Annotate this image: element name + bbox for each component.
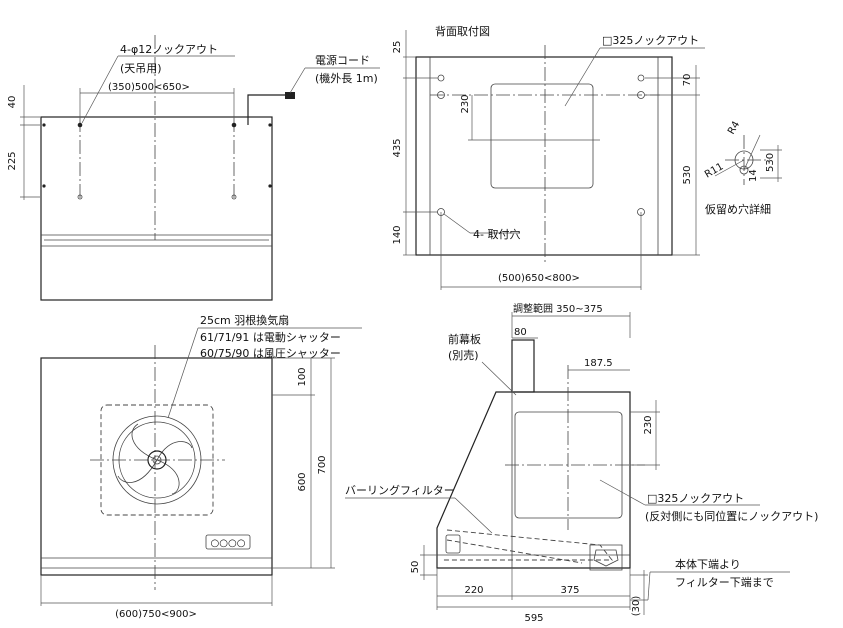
mount-holes-label: 4- 取付穴 bbox=[473, 227, 520, 241]
back-knockout-label: □325ノックアウト bbox=[602, 34, 699, 47]
fan-label: 25cm 羽根換気扇 bbox=[200, 313, 289, 327]
detail-caption: 仮留め穴詳細 bbox=[705, 202, 771, 216]
front-width-dim: (600)750<900> bbox=[115, 609, 197, 620]
duct-collar bbox=[511, 339, 535, 393]
top-view: 40 225 4-φ12ノックアウト (天吊用) (350)500<650> 電… bbox=[7, 35, 380, 301]
filter-bottom-label: フィルター下端まで bbox=[675, 576, 774, 589]
top-ceiling-label: (天吊用) bbox=[120, 62, 162, 75]
side-dim-375: 375 bbox=[560, 585, 579, 596]
side-dim-80: 80 bbox=[514, 327, 527, 338]
hole-detail: R4 R11 14 530 仮留め穴詳細 bbox=[703, 119, 782, 216]
filter-label: バーリングフィルター bbox=[345, 483, 455, 497]
knockout-hole bbox=[77, 122, 83, 128]
back-view: 背面取付図 25 435 140 230 70 530 bbox=[392, 24, 705, 290]
switch-text: ○○○○ bbox=[211, 538, 246, 549]
cord-label: 電源コード bbox=[315, 53, 370, 67]
filter-outline bbox=[443, 529, 613, 561]
detail-14: 14 bbox=[748, 169, 759, 182]
front-dim-600: 600 bbox=[297, 472, 308, 491]
front-view-outline bbox=[40, 357, 273, 576]
top-knockout-label: 4-φ12ノックアウト bbox=[120, 43, 218, 56]
side-dim-220: 220 bbox=[464, 585, 483, 596]
front-dim-100: 100 bbox=[297, 367, 308, 386]
fan-guard bbox=[112, 415, 202, 505]
power-cord bbox=[247, 94, 285, 125]
switch-panel[interactable] bbox=[205, 534, 251, 550]
shutter-electric: 61/71/91 は電動シャッター bbox=[200, 330, 341, 344]
back-view-outline bbox=[415, 56, 673, 256]
side-knockout-label: □325ノックアウト bbox=[647, 492, 744, 505]
knockout-hole bbox=[77, 194, 83, 200]
side-dim-230: 230 bbox=[643, 415, 654, 434]
side-view: 調整範囲 350~375 80 187.5 230 前幕板 (別売) バーリング… bbox=[345, 302, 818, 624]
top-dim-225: 225 bbox=[7, 151, 18, 170]
back-dim-230: 230 bbox=[460, 94, 471, 113]
detail-r11: R11 bbox=[703, 161, 726, 180]
back-dim-25: 25 bbox=[392, 41, 403, 54]
mount-hole bbox=[437, 91, 445, 99]
side-dim-30: (30) bbox=[631, 596, 642, 617]
mount-hole bbox=[637, 91, 645, 99]
back-dim-70: 70 bbox=[682, 74, 693, 87]
front-view: ○○○○ 25cm 羽根換気扇 61/71/91 は電動シャッター 60/75/… bbox=[40, 313, 362, 620]
fan-hub bbox=[147, 450, 167, 470]
front-panel-label: 前幕板 bbox=[448, 332, 481, 346]
side-view-outline bbox=[436, 391, 631, 569]
top-width-dim: (350)500<650> bbox=[108, 82, 190, 93]
front-panel-sold: (別売) bbox=[448, 349, 479, 362]
shutter-wind: 60/75/90 は風圧シャッター bbox=[200, 347, 341, 360]
back-view-title: 背面取付図 bbox=[435, 24, 490, 38]
detail-530: 530 bbox=[765, 153, 776, 172]
side-knockout-note: (反対側にも同位置にノックアウト) bbox=[645, 509, 818, 523]
side-dim-187: 187.5 bbox=[584, 358, 613, 369]
back-dim-530: 530 bbox=[682, 165, 693, 184]
side-dim-595: 595 bbox=[524, 613, 543, 624]
detail-r4: R4 bbox=[726, 119, 742, 136]
back-knockout-square bbox=[490, 83, 594, 189]
back-dim-435: 435 bbox=[392, 138, 403, 157]
knockout-hole bbox=[231, 194, 237, 200]
top-dim-40: 40 bbox=[7, 96, 18, 109]
front-dim-700: 700 bbox=[317, 455, 328, 474]
back-dim-140: 140 bbox=[392, 225, 403, 244]
adjust-range: 調整範囲 350~375 bbox=[513, 302, 603, 315]
side-dim-50: 50 bbox=[410, 561, 421, 574]
fan-frame bbox=[100, 404, 214, 516]
body-bottom-label: 本体下端より bbox=[675, 557, 741, 571]
cord-length: (機外長 1m) bbox=[315, 71, 378, 85]
top-view-outline bbox=[40, 116, 273, 301]
knockout-hole bbox=[231, 122, 237, 128]
back-width-dim: (500)650<800> bbox=[498, 273, 580, 284]
